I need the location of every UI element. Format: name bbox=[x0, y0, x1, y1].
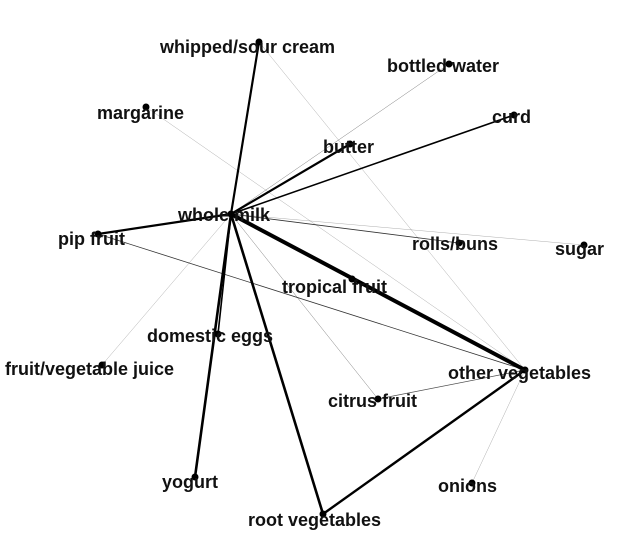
node-label-yogurt: yogurt bbox=[162, 472, 218, 492]
edge-whole_milk-rolls_buns bbox=[230, 213, 460, 244]
node-dot-tropical_fruit bbox=[348, 275, 356, 283]
node-dot-root_vegetables bbox=[319, 510, 327, 518]
node-dot-bottled_water bbox=[445, 60, 453, 68]
node-dot-butter bbox=[346, 140, 354, 148]
edge-whole_milk-tropical_fruit bbox=[229, 212, 354, 281]
node-label-bottled_water: bottled water bbox=[387, 56, 499, 76]
edge-whole_milk-curd bbox=[230, 114, 515, 215]
edge-whole_milk-bottled_water bbox=[230, 63, 450, 215]
node-label-citrus_fruit: citrus fruit bbox=[328, 391, 417, 411]
node-dot-onions bbox=[468, 479, 476, 487]
edge-whipped_sour_cream-other_vegetables bbox=[258, 41, 526, 371]
edge-whole_milk-root_vegetables bbox=[229, 212, 325, 516]
node-label-sugar: sugar bbox=[555, 239, 604, 259]
node-dot-whipped_sour_cream bbox=[255, 38, 263, 46]
edge-whole_milk-sugar bbox=[230, 213, 585, 246]
node-dot-margarine bbox=[142, 103, 150, 111]
node-label-whole_milk: whole milk bbox=[177, 205, 271, 225]
node-label-root_vegetables: root vegetables bbox=[248, 510, 381, 530]
node-dot-domestic_eggs bbox=[214, 330, 222, 338]
node-dot-citrus_fruit bbox=[374, 395, 382, 403]
node-label-other_vegetables: other vegetables bbox=[448, 363, 591, 383]
node-label-butter: butter bbox=[323, 137, 374, 157]
node-label-rolls_buns: rolls/buns bbox=[412, 234, 498, 254]
node-label-pip_fruit: pip fruit bbox=[58, 229, 125, 249]
edge-whole_milk-pip_fruit bbox=[96, 212, 233, 236]
edge-root_vegetables-other_vegetables bbox=[321, 368, 527, 516]
node-dot-other_vegetables bbox=[521, 366, 529, 374]
edge-margarine-other_vegetables bbox=[145, 106, 526, 371]
node-label-tropical_fruit: tropical fruit bbox=[282, 277, 387, 297]
edge-whole_milk-citrus_fruit bbox=[230, 213, 379, 400]
node-dot-curd bbox=[510, 111, 518, 119]
node-label-margarine: margarine bbox=[97, 103, 184, 123]
node-label-whipped_sour_cream: whipped/sour cream bbox=[159, 37, 335, 57]
node-label-onions: onions bbox=[438, 476, 497, 496]
edge-whole_milk-whipped_sour_cream bbox=[229, 40, 261, 216]
edge-onions-other_vegetables bbox=[471, 369, 526, 484]
node-dot-sugar bbox=[580, 241, 588, 249]
edge-pip_fruit-other_vegetables bbox=[97, 233, 526, 371]
node-dot-fruit_vegetable_juice bbox=[98, 361, 106, 369]
node-label-fruit_vegetable_juice: fruit/vegetable juice bbox=[5, 359, 174, 379]
node-dot-yogurt bbox=[191, 473, 199, 481]
edge-whole_milk-fruit_vegetable_juice bbox=[101, 213, 232, 366]
edge-citrus_fruit-other_vegetables bbox=[377, 369, 526, 400]
edge-tropical_fruit-other_vegetables bbox=[351, 278, 526, 371]
edge-whole_milk-butter bbox=[229, 142, 352, 216]
nodes-layer: whole milk other vegetables root vegetable… bbox=[5, 37, 604, 530]
node-label-domestic_eggs: domestic eggs bbox=[147, 326, 273, 346]
edge-whole_milk-yogurt bbox=[193, 212, 233, 479]
edges-layer bbox=[96, 40, 585, 516]
node-dot-pip_fruit bbox=[94, 230, 102, 238]
node-dot-rolls_buns bbox=[455, 239, 463, 247]
node-label-curd: curd bbox=[492, 107, 531, 127]
node-dot-whole_milk bbox=[227, 210, 235, 218]
